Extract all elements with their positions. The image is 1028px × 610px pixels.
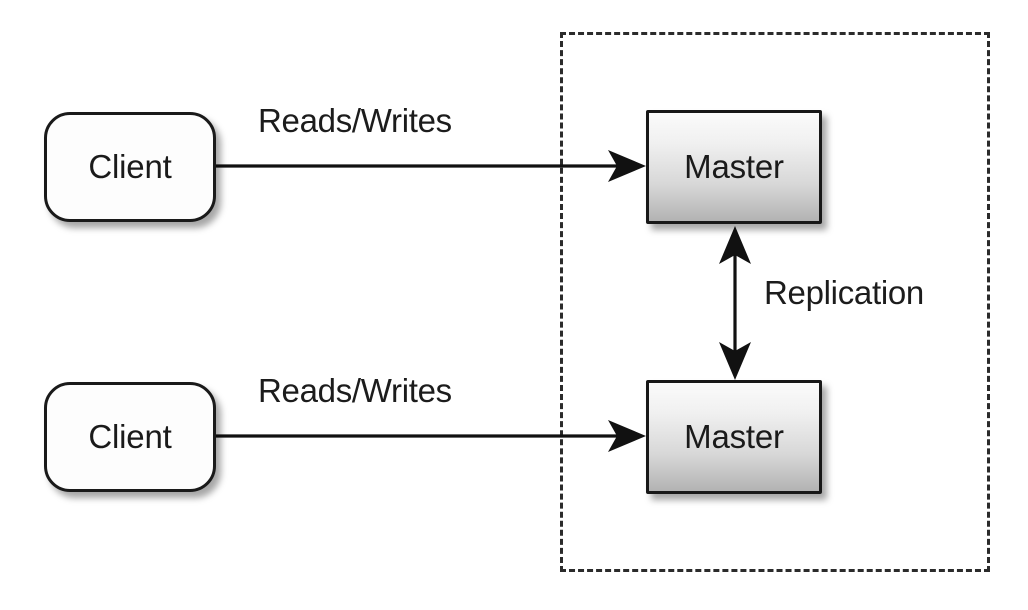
edge-label-replication: Replication: [764, 274, 924, 311]
edge-label-reads-writes-bottom: Reads/Writes: [258, 372, 452, 409]
node-label: Client: [88, 418, 172, 455]
node-master-bottom[interactable]: Master: [646, 380, 822, 494]
edge-label-reads-writes-top: Reads/Writes: [258, 102, 452, 139]
node-label: Master: [684, 418, 784, 455]
node-client-top[interactable]: Client: [44, 112, 216, 222]
node-master-top[interactable]: Master: [646, 110, 822, 224]
node-label: Master: [684, 148, 784, 185]
node-label: Client: [88, 148, 172, 185]
replication-group-boundary: [560, 32, 990, 572]
node-client-bottom[interactable]: Client: [44, 382, 216, 492]
